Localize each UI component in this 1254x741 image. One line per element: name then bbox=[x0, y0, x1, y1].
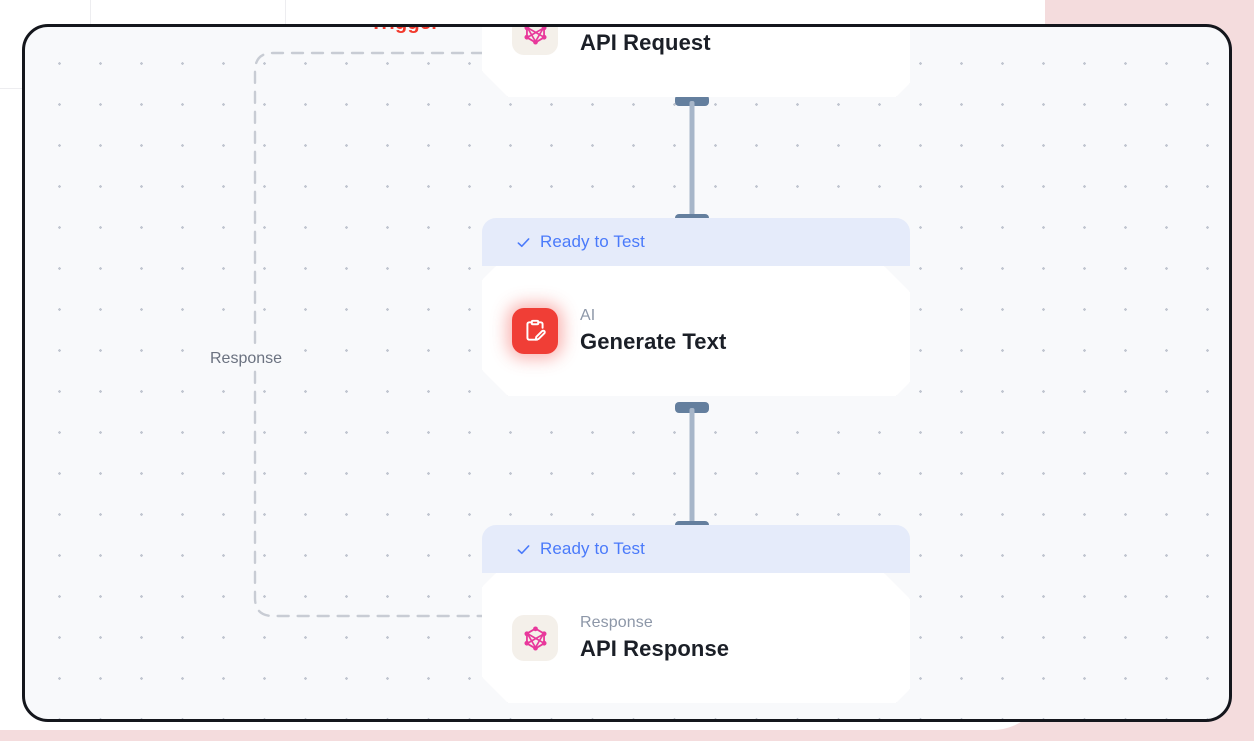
status-badge: Ready to Test bbox=[482, 218, 910, 266]
node-title: API Request bbox=[580, 30, 711, 55]
background-guide-line-3 bbox=[0, 88, 30, 89]
node-api-response-body[interactable]: Response API Response bbox=[482, 573, 910, 703]
loopback-edge-label: Response bbox=[203, 349, 290, 369]
check-icon bbox=[517, 544, 530, 554]
background-guide-line-1 bbox=[90, 0, 91, 30]
node-subtitle: AI bbox=[580, 307, 596, 324]
connector-handle-top[interactable] bbox=[675, 95, 709, 106]
workflow-canvas[interactable]: Response Trigger bbox=[22, 24, 1232, 722]
check-icon bbox=[517, 237, 530, 247]
status-badge-label: Ready to Test bbox=[540, 539, 645, 558]
graphql-icon bbox=[512, 615, 558, 661]
graphql-icon bbox=[512, 24, 558, 55]
node-generate-text[interactable]: Ready to Test AI Generate Text bbox=[482, 218, 910, 396]
node-api-request-text: Interface API Request bbox=[580, 24, 711, 56]
node-subtitle: Interface bbox=[580, 24, 711, 26]
status-badge-label: Ready to Test bbox=[540, 232, 645, 251]
clipboard-pencil-icon bbox=[512, 308, 558, 354]
node-subtitle: Response bbox=[580, 614, 653, 631]
status-badge: Ready to Test bbox=[482, 525, 910, 573]
connector-line bbox=[689, 408, 695, 526]
node-api-request[interactable]: Interface API Request bbox=[482, 24, 910, 97]
trigger-label: Trigger bbox=[370, 27, 439, 35]
node-generate-text-body[interactable]: AI Generate Text bbox=[482, 266, 910, 396]
node-generate-text-text: AI Generate Text bbox=[580, 307, 726, 355]
connector-line bbox=[689, 101, 695, 219]
node-api-request-body[interactable]: Interface API Request bbox=[482, 24, 910, 97]
node-api-response[interactable]: Ready to Test bbox=[482, 525, 910, 703]
node-api-response-text: Response API Response bbox=[580, 614, 729, 662]
node-title: Generate Text bbox=[580, 329, 727, 354]
connector-handle-top[interactable] bbox=[675, 402, 709, 413]
node-title: API Response bbox=[580, 636, 730, 661]
background-guide-line-2 bbox=[285, 0, 286, 30]
loopback-edge bbox=[253, 51, 505, 618]
